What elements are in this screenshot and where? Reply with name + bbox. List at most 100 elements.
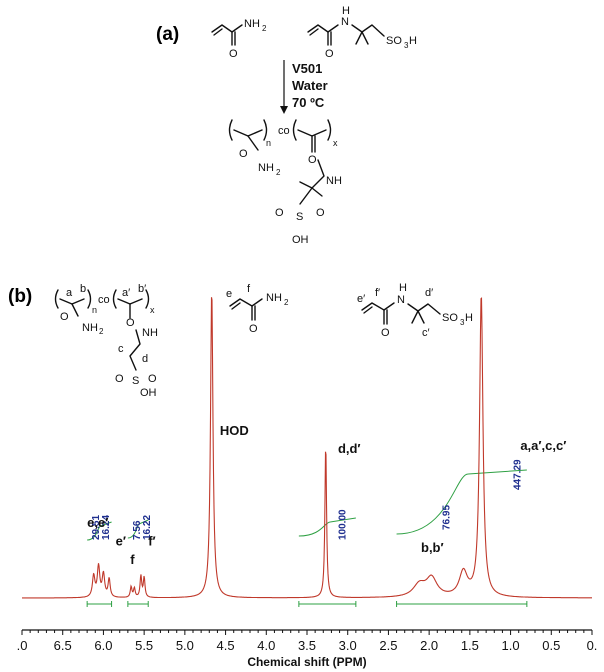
acrylamide-monomer: O NH 2 [211,18,267,60]
x-tick-label: 5.0 [176,638,194,653]
svg-text:c′: c′ [422,327,430,339]
integral-3: 76.95 447.29 [396,459,528,607]
svg-text:x: x [333,138,338,148]
svg-text:O: O [381,327,390,339]
svg-text:2: 2 [284,298,289,307]
reaction-arrow: V501 Water 70 ºC [280,60,328,114]
integral-curve [127,519,149,539]
peak-label: d,d′ [338,441,361,456]
peak-label: b,b′ [421,540,444,555]
svg-text:OH: OH [292,234,309,246]
svg-text:O: O [148,373,157,385]
svg-text:S: S [132,375,139,387]
integral-curve [87,521,112,541]
svg-text:H: H [465,312,473,324]
svg-text:b: b [80,283,86,295]
svg-text:n: n [92,305,97,315]
peak-label: f′ [148,534,155,549]
integral-value: 16.24 [101,515,112,540]
integral-value: 76.95 [442,505,453,530]
x-tick-label: 6.5 [54,638,72,653]
svg-text:x: x [150,305,155,315]
polymer-product: n co x O NH 2 O NH S O O OH [228,119,342,246]
x-tick-label: 0. [587,638,598,653]
panel-a-label: (a) [156,24,179,45]
svg-text:O: O [126,317,135,329]
x-axis-title: Chemical shift (PPM) [247,655,366,669]
svg-text:O: O [249,323,258,335]
svg-text:3: 3 [460,318,465,327]
svg-text:NH: NH [266,292,282,304]
x-tick-label: 5.5 [135,638,153,653]
x-tick-label: 6.0 [94,638,112,653]
svg-text:O: O [325,48,334,60]
svg-text:O: O [308,154,317,166]
svg-text:NH: NH [326,175,342,187]
svg-text:O: O [60,311,69,323]
svg-text:n: n [266,138,271,148]
svg-text:co: co [278,125,290,137]
svg-text:3: 3 [404,41,409,50]
x-tick-label: 1.0 [502,638,520,653]
svg-text:c: c [118,343,124,355]
svg-text:a′: a′ [122,287,130,299]
peak-label: e′ [116,534,126,549]
svg-text:N: N [397,294,405,306]
peak-label: f [130,552,135,567]
svg-text:d′: d′ [425,287,433,299]
svg-text:O: O [115,373,124,385]
svg-text:2: 2 [99,327,104,336]
integral-2: 100.00 [298,509,357,607]
integral-value: 16.22 [142,515,153,540]
svg-text:co: co [98,294,110,306]
svg-text:H: H [342,5,350,17]
svg-text:f′: f′ [375,287,380,299]
svg-text:d: d [142,353,148,365]
reagent-water: Water [292,78,328,93]
svg-text:e′: e′ [357,293,365,305]
x-tick-label: .0 [17,638,28,653]
copolymer-structure: a b n co a′ b′ x O NH 2 O NH c d S O O O… [54,283,158,399]
peak-label: a,a′,c,c′ [520,438,566,453]
x-tick-label: 3.0 [339,638,357,653]
svg-text:O: O [275,207,284,219]
amps-structure: e′ f′ O H N d′ c′ SO 3 H [357,282,473,339]
svg-text:NH: NH [142,327,158,339]
x-tick-label: 4.5 [217,638,235,653]
svg-text:OH: OH [140,387,157,399]
integral-value: 100.00 [337,509,348,540]
integral-value: 447.29 [512,459,523,490]
svg-text:O: O [229,48,238,60]
svg-text:H: H [409,35,417,47]
reagent-temperature: 70 ºC [292,95,325,110]
spectrum-line [22,297,592,599]
x-tick-label: 2.5 [379,638,397,653]
svg-text:SO: SO [442,312,458,324]
svg-text:O: O [239,148,248,160]
svg-text:b′: b′ [138,283,146,295]
svg-text:NH: NH [258,162,274,174]
integral-curve [396,469,527,535]
svg-text:S: S [296,211,303,223]
svg-text:2: 2 [262,24,267,33]
x-tick-label: 2.0 [420,638,438,653]
svg-text:2: 2 [276,168,281,177]
panel-b: (b) a b n co a′ b′ x O NH 2 O NH c d [8,282,473,399]
x-tick-label: 3.5 [298,638,316,653]
integral-curve [298,517,356,537]
svg-text:NH: NH [82,322,98,334]
svg-text:N: N [341,16,349,28]
x-tick-label: 0.5 [542,638,560,653]
integral-value: 7.56 [132,520,143,540]
svg-text:SO: SO [386,35,402,47]
x-tick-label: 1.5 [461,638,479,653]
svg-text:f: f [247,283,251,295]
svg-text:O: O [316,207,325,219]
svg-text:a: a [66,287,73,299]
